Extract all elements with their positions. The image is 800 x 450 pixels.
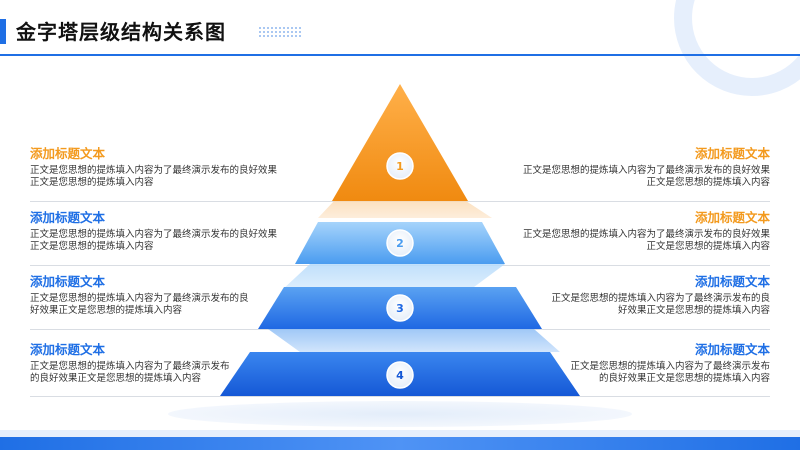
header-divider — [0, 54, 800, 56]
level-number-3: 3 — [396, 302, 404, 315]
level-4-left-heading: 添加标题文本 — [30, 342, 106, 357]
level-2-right-text: 添加标题文本 正文是您思想的提炼填入内容为了最终演示发布的良好效果正文是您思想的… — [520, 210, 770, 253]
level-badge-3: 3 — [386, 294, 414, 322]
level-number-1: 1 — [396, 160, 404, 173]
level-4-left-text: 添加标题文本 正文是您思想的提炼填入内容为了最终演示发布的良好效果正文是您思想的… — [30, 342, 235, 385]
level-2-right-heading: 添加标题文本 — [694, 210, 770, 225]
level-4-right-body: 正文是您思想的提炼填入内容为了最终演示发布的良好效果正文是您思想的提炼填入内容 — [570, 361, 770, 384]
level-4-left-body: 正文是您思想的提炼填入内容为了最终演示发布的良好效果正文是您思想的提炼填入内容 — [30, 361, 230, 384]
level-2-left-body: 正文是您思想的提炼填入内容为了最终演示发布的良好效果正文是您思想的提炼填入内容 — [30, 229, 278, 252]
level-2-right-body: 正文是您思想的提炼填入内容为了最终演示发布的良好效果正文是您思想的提炼填入内容 — [522, 229, 770, 252]
level-4-right-heading: 添加标题文本 — [694, 342, 770, 357]
pyramid-level-1 — [332, 84, 468, 201]
dot-pattern-decoration — [259, 27, 301, 37]
level-2-left-heading: 添加标题文本 — [30, 210, 106, 225]
page-title: 金字塔层级结构关系图 — [16, 20, 226, 44]
level-3-left-body: 正文是您思想的提炼填入内容为了最终演示发布的良好效果正文是您思想的提炼填入内容 — [30, 293, 249, 316]
title-accent-bar — [0, 19, 6, 44]
level-1-left-body: 正文是您思想的提炼填入内容为了最终演示发布的良好效果正文是您思想的提炼填入内容 — [30, 165, 278, 188]
row-separator — [30, 396, 770, 397]
level-1-right-body: 正文是您思想的提炼填入内容为了最终演示发布的良好效果正文是您思想的提炼填入内容 — [522, 165, 770, 188]
level-badge-1: 1 — [386, 152, 414, 180]
level-number-2: 2 — [396, 237, 404, 250]
level-3-left-text: 添加标题文本 正文是您思想的提炼填入内容为了最终演示发布的良好效果正文是您思想的… — [30, 274, 255, 317]
level-badge-2: 2 — [386, 229, 414, 257]
connector-3-4 — [268, 329, 560, 352]
level-3-left-heading: 添加标题文本 — [30, 274, 106, 289]
level-3-right-heading: 添加标题文本 — [694, 274, 770, 289]
footer-band — [0, 437, 800, 450]
level-3-right-body: 正文是您思想的提炼填入内容为了最终演示发布的良好效果正文是您思想的提炼填入内容 — [551, 293, 770, 316]
level-2-left-text: 添加标题文本 正文是您思想的提炼填入内容为了最终演示发布的良好效果正文是您思想的… — [30, 210, 280, 253]
pyramid-base-shadow — [168, 401, 632, 427]
level-badge-4: 4 — [386, 361, 414, 389]
level-4-right-text: 添加标题文本 正文是您思想的提炼填入内容为了最终演示发布的良好效果正文是您思想的… — [565, 342, 770, 385]
footer-band-light — [0, 430, 800, 437]
connector-2-3 — [282, 264, 505, 290]
level-number-4: 4 — [396, 369, 404, 382]
connector-1-2 — [318, 201, 492, 218]
level-3-right-text: 添加标题文本 正文是您思想的提炼填入内容为了最终演示发布的良好效果正文是您思想的… — [545, 274, 770, 317]
level-1-right-heading: 添加标题文本 — [694, 146, 770, 161]
level-1-right-text: 添加标题文本 正文是您思想的提炼填入内容为了最终演示发布的良好效果正文是您思想的… — [520, 146, 770, 189]
level-1-left-text: 添加标题文本 正文是您思想的提炼填入内容为了最终演示发布的良好效果正文是您思想的… — [30, 146, 280, 189]
level-1-left-heading: 添加标题文本 — [30, 146, 106, 161]
